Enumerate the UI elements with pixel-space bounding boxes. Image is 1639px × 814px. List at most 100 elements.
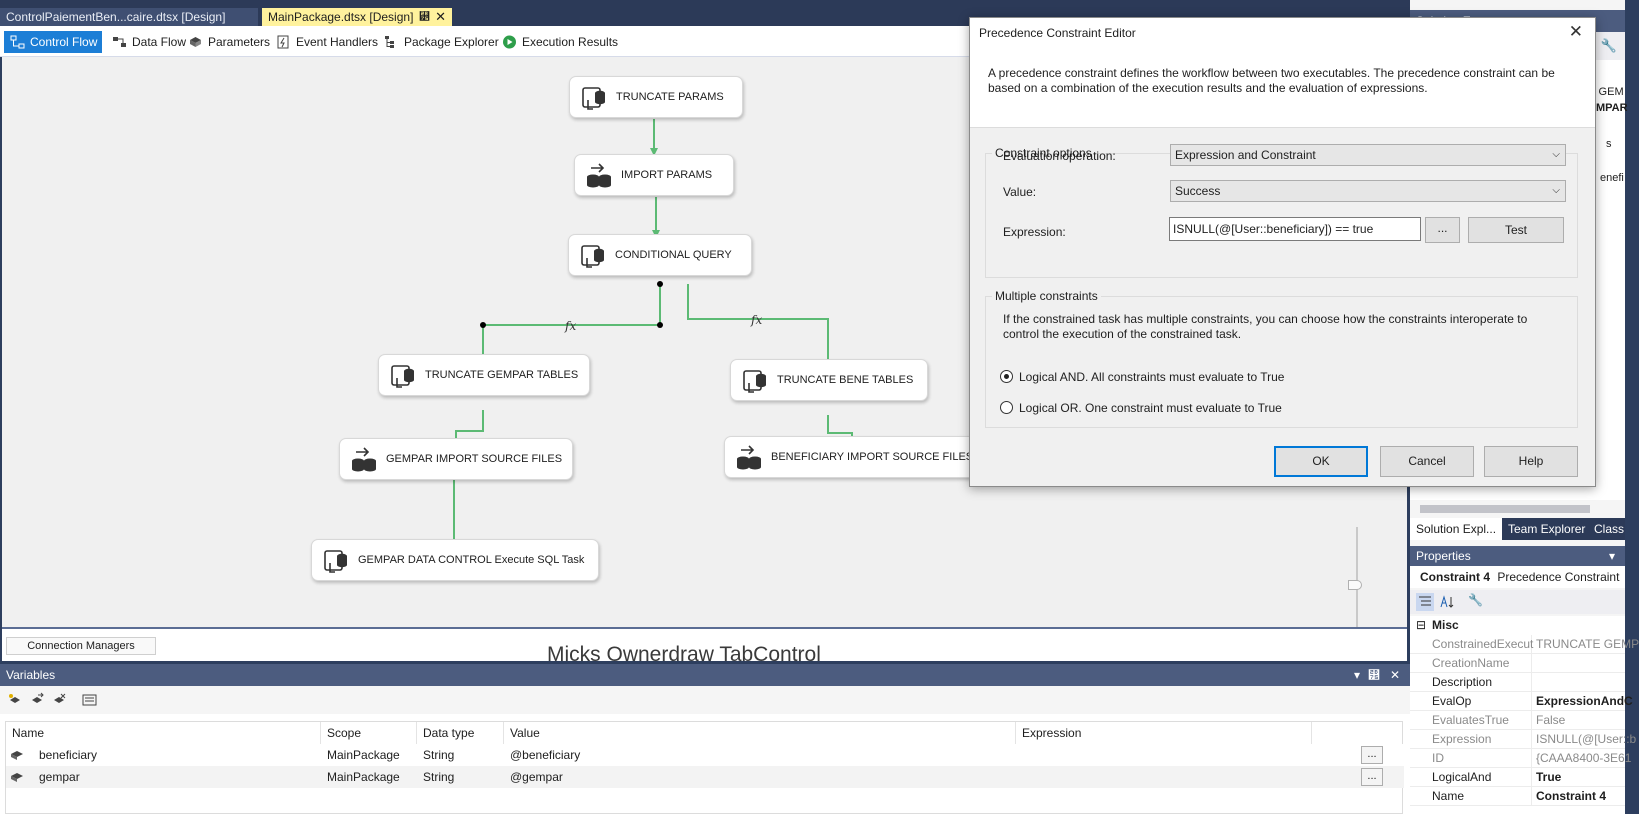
- property-pages-icon[interactable]: 🔧: [1468, 593, 1483, 607]
- task-gempar-data-control[interactable]: GEMPAR DATA CONTROL Execute SQL Task: [311, 539, 599, 581]
- test-button[interactable]: Test: [1468, 217, 1564, 243]
- task-beneficiary-import-source-files[interactable]: BENEFICIARY IMPORT SOURCE FILES: [724, 436, 980, 478]
- property-row[interactable]: ID{CAAA8400-3E61: [1410, 749, 1632, 768]
- selection-handle[interactable]: [657, 322, 663, 328]
- property-row[interactable]: CreationName: [1410, 654, 1625, 673]
- variable-expression[interactable]: [1016, 766, 1022, 788]
- property-value[interactable]: Constraint 4: [1536, 789, 1607, 803]
- doc-tab-controlpaiement[interactable]: ControlPaiementBen...caire.dtsx [Design]: [0, 8, 258, 26]
- expression-builder-button[interactable]: ...: [1361, 768, 1383, 786]
- tree-item-fragment[interactable]: MPAR: [1596, 102, 1628, 114]
- close-icon[interactable]: ✕: [435, 9, 446, 24]
- chevron-down-icon[interactable]: ▾: [1353, 668, 1360, 682]
- tab-control-flow[interactable]: Control Flow: [4, 31, 102, 53]
- expression-input[interactable]: ISNULL(@[User::beneficiary]) == true: [1169, 217, 1421, 241]
- doc-tab-mainpackage[interactable]: MainPackage.dtsx [Design] ⭵ ✕: [262, 8, 452, 26]
- wrench-icon[interactable]: 🔧: [1600, 38, 1617, 53]
- expression-builder-button[interactable]: ...: [1361, 746, 1383, 764]
- event-handlers-icon: [277, 35, 289, 49]
- selection-handle[interactable]: [480, 322, 486, 328]
- task-truncate-gempar-tables[interactable]: TRUNCATE GEMPAR TABLES: [378, 354, 590, 396]
- pin-icon[interactable]: ⭵: [419, 11, 430, 23]
- tab-connection-managers[interactable]: Connection Managers: [6, 637, 156, 655]
- pin-icon[interactable]: ⭵: [1368, 668, 1380, 682]
- delete-variable-icon[interactable]: [52, 693, 67, 707]
- task-gempar-import-source-files[interactable]: GEMPAR IMPORT SOURCE FILES: [339, 438, 573, 480]
- help-button[interactable]: Help: [1484, 446, 1578, 477]
- add-variable-icon[interactable]: [8, 693, 23, 707]
- tab-class-view[interactable]: Class: [1594, 522, 1625, 536]
- tab-label: Parameters: [208, 35, 271, 49]
- tab-parameters[interactable]: Parameters: [182, 31, 276, 53]
- property-value[interactable]: False: [1536, 713, 1566, 727]
- solution-explorer-horizontal-scrollbar[interactable]: [1420, 505, 1590, 513]
- table-row[interactable]: beneficiary MainPackage String @benefici…: [6, 744, 1404, 766]
- tab-execution-results[interactable]: Execution Results: [496, 31, 624, 53]
- property-value[interactable]: ExpressionAndC: [1536, 694, 1633, 708]
- property-value[interactable]: True: [1536, 770, 1562, 784]
- column-header-name[interactable]: Name: [6, 722, 321, 744]
- property-value[interactable]: ISNULL(@[User::b: [1536, 732, 1637, 746]
- tree-item-fragment[interactable]: s: [1606, 138, 1612, 150]
- constraint-conditional-to-bene[interactable]: [687, 284, 832, 371]
- task-truncate-params[interactable]: TRUNCATE PARAMS: [569, 76, 743, 118]
- logical-or-radio[interactable]: [1000, 401, 1013, 414]
- variable-value[interactable]: @gempar: [510, 770, 563, 784]
- close-icon[interactable]: ✕: [1568, 22, 1583, 41]
- close-icon[interactable]: ✕: [1389, 668, 1400, 682]
- tree-item-fragment[interactable]: enefi: [1600, 172, 1624, 184]
- variable-data-type[interactable]: String: [423, 748, 455, 762]
- zoom-slider-track[interactable]: [1356, 527, 1358, 632]
- logical-and-radio[interactable]: [1000, 370, 1013, 383]
- zoom-slider-thumb[interactable]: [1348, 580, 1362, 590]
- tree-item-fragment[interactable]: s GEM: [1590, 86, 1624, 98]
- properties-object-selector[interactable]: Constraint 4 Precedence Constraint: [1410, 566, 1625, 588]
- categorized-icon[interactable]: [1416, 593, 1434, 611]
- variable-data-type[interactable]: String: [423, 770, 455, 784]
- logical-and-label[interactable]: Logical AND. All constraints must evalua…: [1019, 370, 1285, 384]
- task-truncate-bene-tables[interactable]: TRUNCATE BENE TABLES: [730, 359, 928, 401]
- tab-team-explorer[interactable]: Team Explorer: [1508, 522, 1586, 536]
- task-import-params[interactable]: IMPORT PARAMS: [574, 154, 734, 196]
- property-value[interactable]: [1536, 654, 1625, 673]
- data-flow-icon: [113, 37, 126, 47]
- property-value[interactable]: {CAAA8400-3E61: [1536, 751, 1632, 765]
- tab-solution-explorer[interactable]: Solution Expl...: [1410, 518, 1503, 540]
- column-header-value[interactable]: Value: [504, 722, 1016, 744]
- tab-event-handlers[interactable]: Event Handlers: [270, 31, 384, 53]
- variable-name[interactable]: beneficiary: [39, 748, 98, 762]
- column-header-expression[interactable]: Expression: [1016, 722, 1312, 744]
- grid-options-icon[interactable]: [82, 693, 97, 707]
- property-value[interactable]: TRUNCATE GEMP: [1536, 637, 1639, 651]
- property-category-misc[interactable]: ⊟ Misc: [1410, 616, 1625, 635]
- selection-handle[interactable]: [657, 281, 663, 287]
- tab-data-flow[interactable]: Data Flow: [106, 31, 192, 53]
- variable-name[interactable]: gempar: [39, 770, 80, 784]
- logical-or-label[interactable]: Logical OR. One constraint must evaluate…: [1019, 401, 1282, 415]
- cancel-button[interactable]: Cancel: [1380, 446, 1474, 477]
- property-value[interactable]: [1536, 673, 1625, 692]
- task-conditional-query[interactable]: CONDITIONAL QUERY: [568, 234, 752, 276]
- ok-button[interactable]: OK: [1274, 446, 1368, 477]
- property-row[interactable]: Description: [1410, 673, 1625, 692]
- variable-expression[interactable]: [1016, 744, 1022, 766]
- expression-builder-button[interactable]: ...: [1425, 217, 1460, 243]
- evaluation-operation-select[interactable]: Expression and Constraint ⌵: [1170, 144, 1566, 166]
- collapse-icon[interactable]: ⊟: [1416, 618, 1427, 632]
- table-row[interactable]: gempar MainPackage String @gempar ...: [6, 766, 1404, 788]
- column-header-data-type[interactable]: Data type: [417, 722, 504, 744]
- move-variable-icon[interactable]: [30, 692, 45, 707]
- tab-package-explorer[interactable]: Package Explorer: [378, 31, 505, 53]
- value-select[interactable]: Success ⌵: [1170, 180, 1566, 202]
- constraint-conditional-to-gempar[interactable]: [479, 284, 661, 366]
- variable-value[interactable]: @beneficiary: [510, 748, 581, 762]
- alphabetical-icon[interactable]: [1438, 593, 1456, 611]
- chevron-down-icon[interactable]: ▾: [1608, 549, 1615, 563]
- column-header-scope[interactable]: Scope: [321, 722, 417, 744]
